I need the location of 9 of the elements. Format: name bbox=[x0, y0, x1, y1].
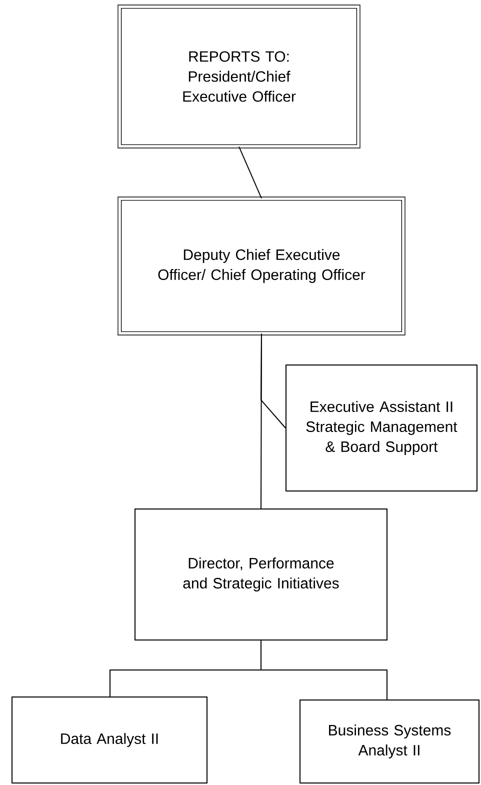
connector-line bbox=[260, 640, 388, 700]
connector-line bbox=[238, 146, 262, 199]
connector-line bbox=[260, 333, 262, 509]
org-box: Data Analyst II bbox=[12, 696, 208, 784]
org-box: Business Systems Analyst II bbox=[300, 700, 480, 784]
org-box: Deputy Chief Executive Officer/ Chief Operating Officer bbox=[118, 196, 406, 336]
org-box: Executive Assistant II Strategic Management & Board Support bbox=[286, 364, 478, 492]
org-box: REPORTS TO: President/Chief Executive Officer bbox=[118, 4, 360, 148]
org-box: Director, Performance and Strategic Initiatives bbox=[134, 508, 388, 640]
